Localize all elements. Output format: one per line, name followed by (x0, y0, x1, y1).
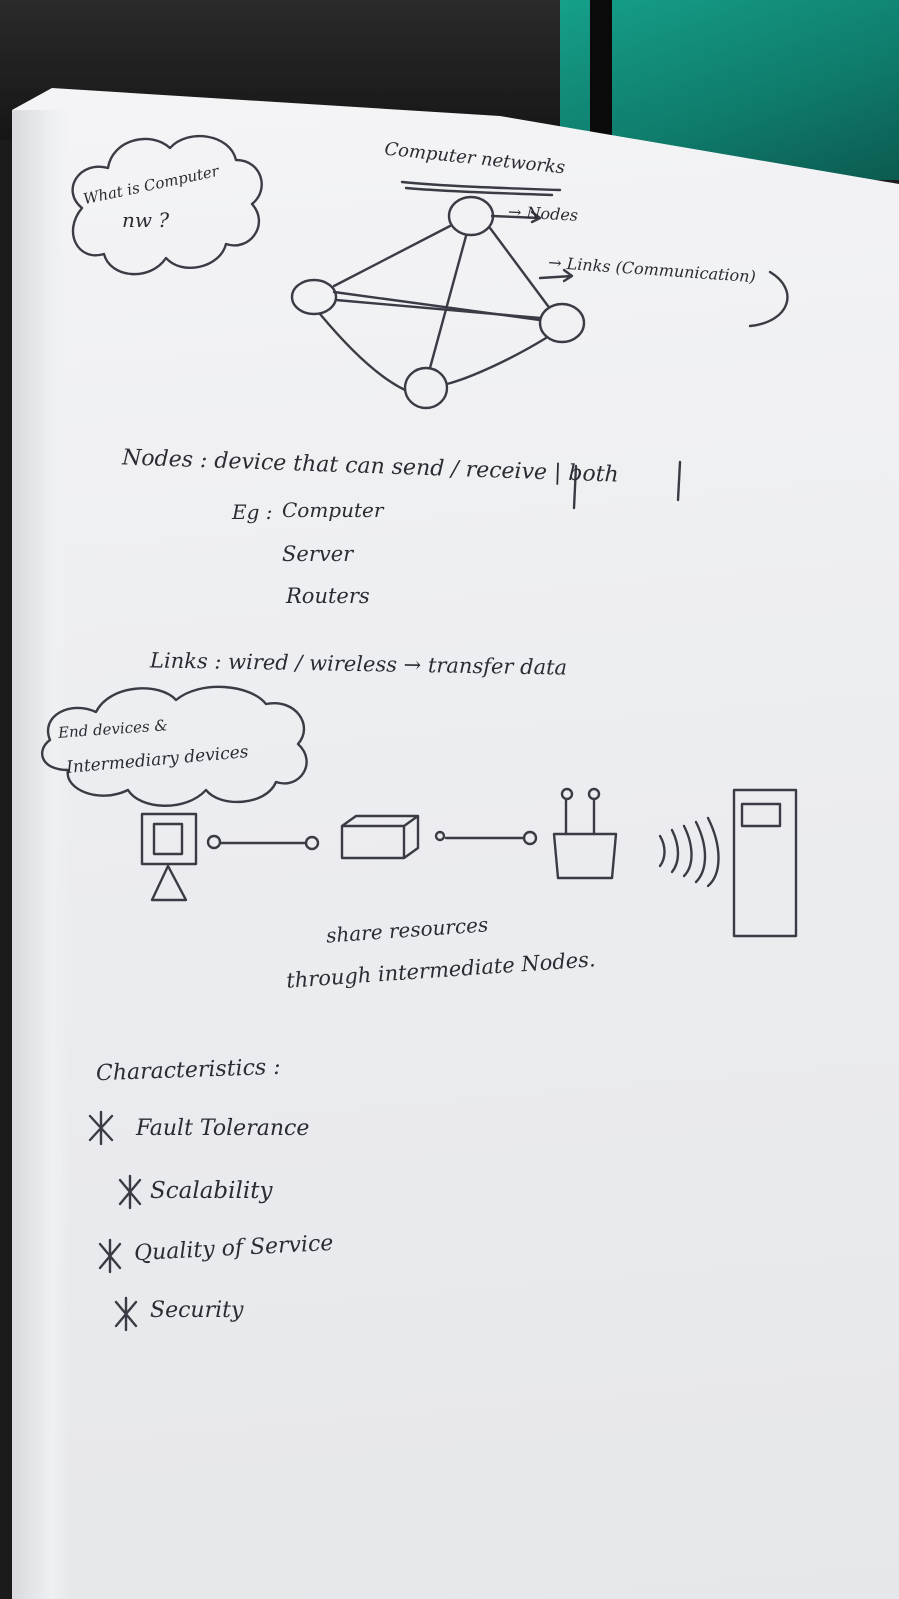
node-left (290, 278, 338, 316)
title-underline (400, 180, 562, 192)
strap-background (590, 0, 612, 140)
nodes-example-computer: Computer (282, 498, 384, 522)
connector-2 (304, 835, 320, 851)
connector-1 (206, 834, 222, 850)
computer-monitor (140, 812, 198, 866)
computer-screen (152, 822, 184, 856)
router-antenna-1 (560, 787, 574, 836)
link-top-left (332, 224, 452, 288)
connector-4 (522, 830, 538, 846)
node-top (447, 195, 495, 237)
node-right (538, 302, 586, 344)
divider-bar (572, 464, 578, 510)
network-diagram (290, 195, 789, 410)
link-top-bottom (428, 234, 468, 370)
arrow-to-links (538, 268, 574, 283)
devices-cloud-outline (41, 685, 308, 807)
notebook-spine-shadow (12, 110, 70, 1599)
question-cloud-outline (71, 134, 263, 276)
devices-row (140, 787, 798, 938)
arrow-to-nodes (490, 210, 542, 224)
router-body (552, 832, 618, 880)
link-left-right-2 (332, 290, 542, 322)
server-panel (740, 802, 782, 828)
divider-bar-2 (676, 460, 682, 502)
link-right-bottom (445, 336, 548, 386)
notebook-page (12, 88, 899, 1599)
wireless-waves (658, 816, 720, 888)
nodes-example-routers: Routers (286, 584, 370, 608)
characteristic-fault-tolerance: Fault Tolerance (136, 1116, 310, 1141)
nodes-examples-prefix: Eg : (232, 500, 273, 524)
diagram-label-nodes: → Nodes (507, 202, 579, 225)
router-antenna-2 (587, 787, 601, 836)
server-rack (732, 788, 798, 938)
computer-stand (150, 864, 188, 902)
characteristic-scalability: Scalability (150, 1178, 273, 1204)
cloud-question-line2: nw ? (122, 208, 170, 232)
switch-box (340, 814, 420, 860)
connector-3 (434, 830, 446, 842)
nodes-example-server: Server (282, 542, 354, 566)
node-bottom (403, 366, 449, 410)
title-underline-2 (404, 186, 554, 197)
communication-paren (748, 270, 789, 328)
characteristic-security: Security (150, 1298, 244, 1323)
link-left-bottom (318, 312, 407, 392)
link-top-right (488, 226, 550, 308)
bullet-asterisks (88, 1110, 142, 1332)
